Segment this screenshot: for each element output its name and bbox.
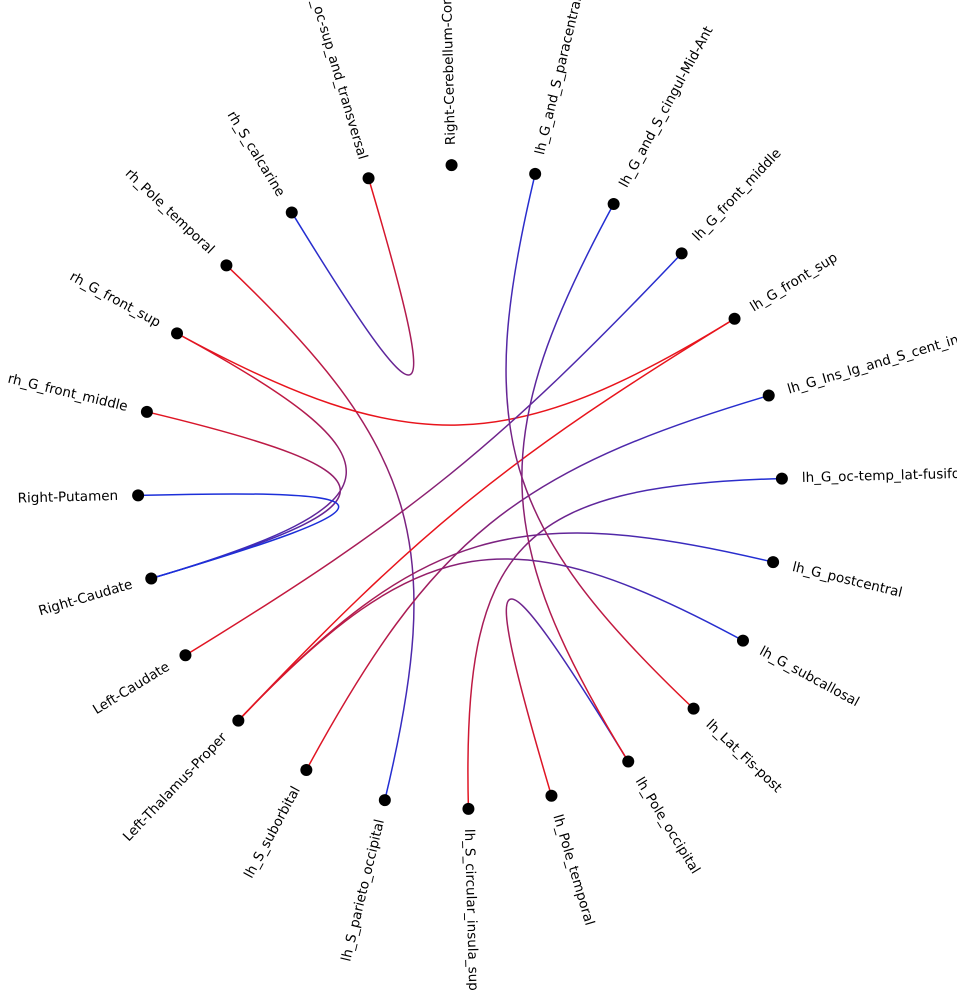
node-label-4: lh_G_front_sup: [747, 250, 840, 316]
node-label-6: lh_G_oc-temp_lat-fusifor: [802, 466, 957, 486]
node-label-14: lh_S_suborbital: [241, 784, 304, 881]
node-label-23: rh_S_oc-sup_and_transversal: [300, 0, 371, 161]
edge-19-17: [146, 411, 342, 580]
node-label-0: Right-Cerebellum-Cortex: [439, 0, 459, 145]
node-dot-18: [132, 489, 145, 502]
node-label-16: Left-Caudate: [90, 659, 173, 718]
edge-12-6: [467, 477, 782, 809]
node-label-18: Right-Putamen: [17, 488, 118, 507]
node-label-19: rh_G_front_middle: [6, 371, 129, 415]
node-label-5: lh_G_Ins_lg_and_S_cent_ins: [786, 330, 957, 398]
node-dot-13: [378, 794, 391, 807]
node-label-15: Left-Thalamus-Proper: [120, 729, 231, 844]
edge-21-13: [225, 264, 415, 801]
node-label-17: Right-Caudate: [37, 576, 135, 619]
node-dot-12: [462, 802, 475, 815]
edge-8-15: [237, 558, 744, 722]
node-dot-19: [140, 405, 153, 418]
edge-20-4: [176, 318, 735, 426]
node-dot-0: [445, 159, 458, 172]
edge-20-17: [151, 332, 347, 580]
node-dot-21: [220, 259, 233, 272]
node-dot-11: [545, 789, 558, 802]
node-label-10: lh_Pole_occipital: [632, 774, 703, 876]
node-dot-5: [762, 389, 775, 402]
node-label-21: rh_Pole_temporal: [122, 166, 218, 258]
node-dot-20: [171, 327, 184, 340]
edge-9-1: [505, 173, 695, 710]
node-dot-23: [362, 172, 375, 185]
node-label-7: lh_G_postcentral: [791, 559, 904, 601]
edge-18-17: [138, 493, 340, 580]
edge-14-5: [305, 394, 769, 771]
node-dot-16: [179, 649, 192, 662]
edge-15-4: [237, 318, 735, 722]
node-dot-8: [736, 634, 749, 647]
edge-15-7: [237, 532, 774, 722]
node-dot-7: [767, 556, 780, 569]
node-label-20: rh_G_front_sup: [67, 269, 163, 331]
node-label-8: lh_G_subcallosal: [757, 643, 862, 710]
node-label-1: lh_G_and_S_paracentral: [532, 0, 585, 156]
node-label-13: lh_S_parieto_occipital: [338, 818, 388, 963]
node-dot-4: [728, 312, 741, 325]
node-dot-6: [775, 472, 788, 485]
node-dot-3: [675, 247, 688, 260]
node-dot-1: [529, 167, 542, 180]
edges-layer: [138, 173, 782, 809]
node-dot-22: [285, 206, 298, 219]
node-dot-10: [622, 755, 635, 768]
edge-16-3: [185, 252, 683, 656]
node-dot-14: [300, 763, 313, 776]
node-label-11: lh_Pole_temporal: [549, 813, 597, 928]
edge-23-22: [291, 178, 415, 376]
node-dot-17: [145, 572, 158, 585]
node-label-3: lh_G_front_middle: [690, 145, 785, 244]
node-label-2: lh_G_and_S_cingul-Mid-Ant: [616, 24, 716, 191]
node-label-22: rh_S_calcarine: [224, 108, 288, 199]
node-dot-15: [232, 714, 245, 727]
node-dot-2: [607, 198, 620, 211]
node-label-12: lh_S_circular_insula_sup: [461, 829, 481, 991]
edge-10-2: [521, 203, 629, 762]
node-label-9: lh_Lat_Fis-post: [703, 717, 785, 796]
node-dot-9: [687, 702, 700, 715]
edge-11-10: [505, 598, 629, 796]
